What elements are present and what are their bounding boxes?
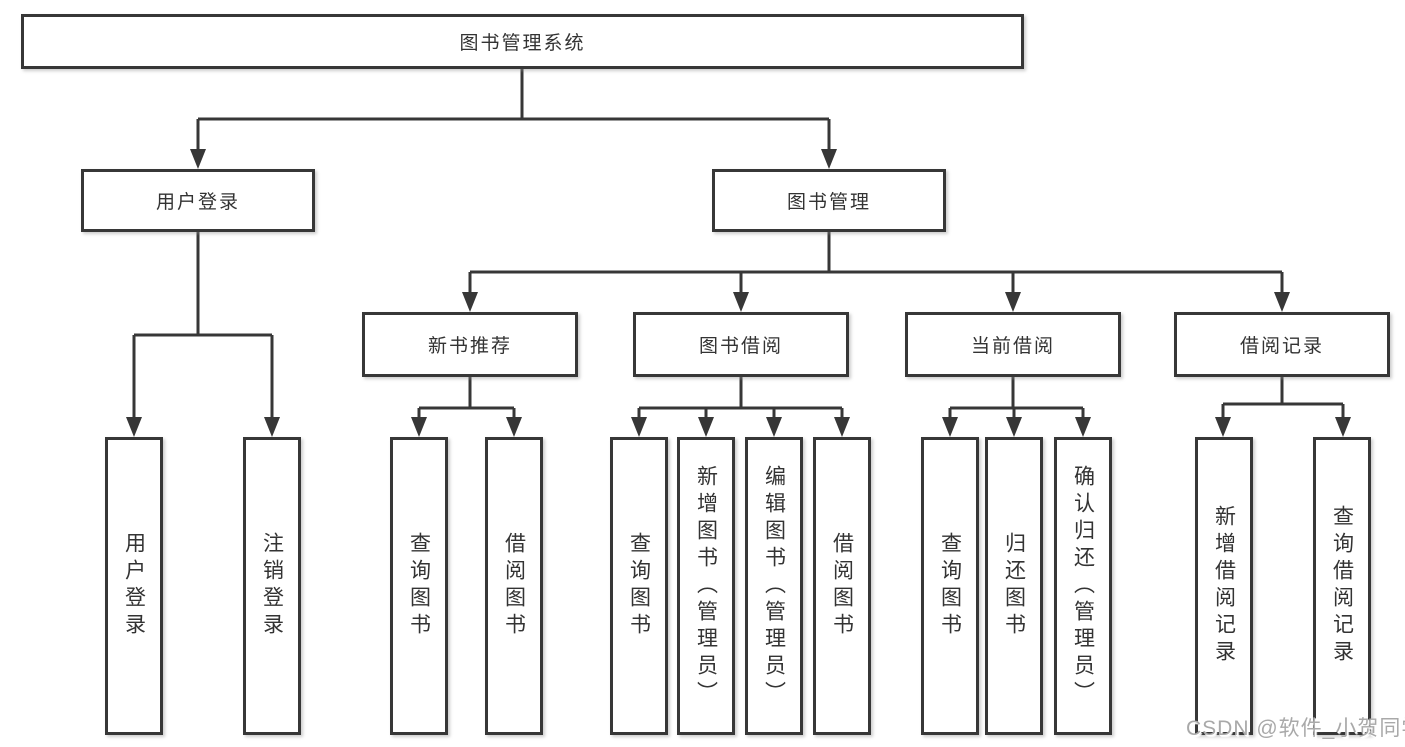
node-book-management: 图书管理 xyxy=(712,169,946,232)
arrowhead xyxy=(733,292,749,312)
arrowhead xyxy=(766,417,782,437)
arrowhead xyxy=(462,292,478,312)
arrowhead xyxy=(411,417,427,437)
arrowhead xyxy=(821,149,837,169)
arrowhead xyxy=(698,417,714,437)
leaf-borrow-books-borrow: 借阅图书 xyxy=(813,437,871,735)
arrowhead xyxy=(942,417,958,437)
leaf-query-books-borrow: 查询图书 xyxy=(610,437,668,735)
arrowhead xyxy=(631,417,647,437)
leaf-add-book-admin: 新增图书（管理员） xyxy=(677,437,735,735)
arrowhead xyxy=(834,417,850,437)
leaf-edit-book-admin: 编辑图书（管理员） xyxy=(745,437,803,735)
arrowhead xyxy=(1215,417,1231,437)
leaf-add-borrow-record: 新增借阅记录 xyxy=(1195,437,1253,735)
arrowhead xyxy=(126,417,142,437)
node-user-login-group: 用户登录 xyxy=(81,169,315,232)
leaf-query-books-recommend: 查询图书 xyxy=(390,437,448,735)
csdn-watermark: CSDN @软件_小贺同学 xyxy=(1186,717,1405,740)
node-book-borrow: 图书借阅 xyxy=(633,312,849,377)
leaf-query-borrow-record: 查询借阅记录 xyxy=(1313,437,1371,735)
arrowhead xyxy=(1335,417,1351,437)
leaf-confirm-return-admin: 确认归还（管理员） xyxy=(1054,437,1112,735)
arrowhead xyxy=(506,417,522,437)
leaf-return-book: 归还图书 xyxy=(985,437,1043,735)
arrowhead xyxy=(1274,292,1290,312)
node-borrow-records: 借阅记录 xyxy=(1174,312,1390,377)
leaf-logout: 注销登录 xyxy=(243,437,301,735)
arrowhead xyxy=(1006,417,1022,437)
arrowhead xyxy=(1075,417,1091,437)
leaf-user-login: 用户登录 xyxy=(105,437,163,735)
leaf-query-books-current: 查询图书 xyxy=(921,437,979,735)
arrowhead xyxy=(1005,292,1021,312)
leaf-borrow-books-recommend: 借阅图书 xyxy=(485,437,543,735)
arrowheads xyxy=(126,149,1351,437)
arrowhead xyxy=(264,417,280,437)
node-new-book-recommend: 新书推荐 xyxy=(362,312,578,377)
arrowhead xyxy=(190,149,206,169)
node-root: 图书管理系统 xyxy=(21,14,1024,69)
node-current-borrow: 当前借阅 xyxy=(905,312,1121,377)
